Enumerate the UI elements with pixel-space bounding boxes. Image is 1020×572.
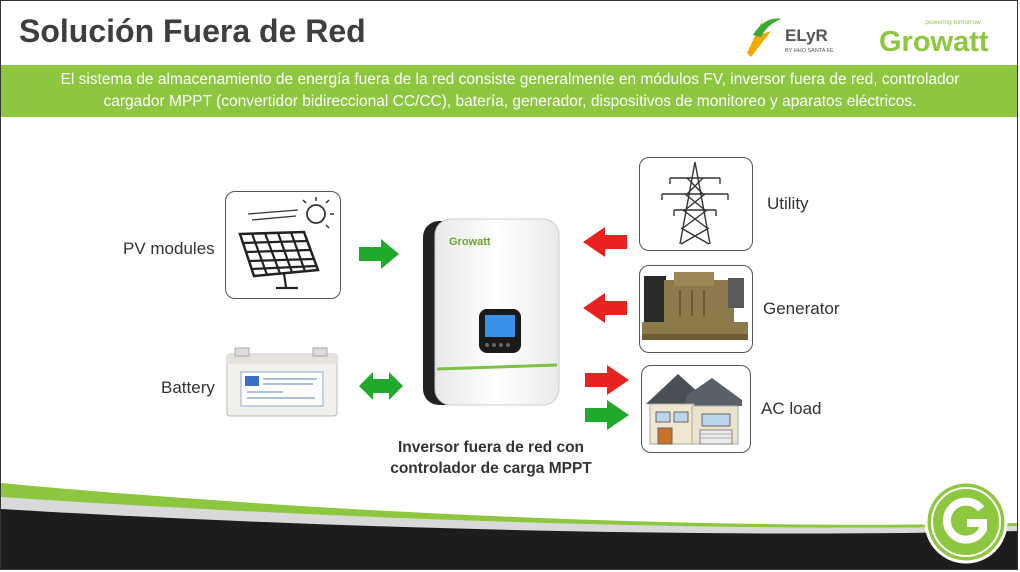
generator-box xyxy=(639,265,753,353)
growatt-tagline: powering tomorrow xyxy=(925,19,981,26)
elyr-logo: ELyR BY HHO SANTA FE xyxy=(743,13,847,59)
solar-panel-icon xyxy=(238,197,334,290)
slide-title: Solución Fuera de Red xyxy=(19,13,366,49)
acload-label: AC load xyxy=(761,399,822,418)
battery-label: Battery xyxy=(161,378,215,397)
generator-to-inverter-arrow xyxy=(583,293,627,323)
generator-label: Generator xyxy=(763,299,840,318)
off-grid-inverter-icon: Growatt xyxy=(423,218,560,406)
battery-inverter-bidirectional-arrow xyxy=(359,372,403,400)
bottom-decoration xyxy=(1,483,1017,569)
inverter-to-acload-arrow-red xyxy=(585,365,629,395)
utility-label: Utility xyxy=(767,194,809,213)
pv-modules-label: PV modules xyxy=(123,239,215,258)
inverter-to-acload-arrow-green xyxy=(585,400,629,430)
growatt-logo-text: Growatt xyxy=(879,26,989,58)
elyr-logo-text: ELyR xyxy=(785,26,828,45)
inverter-brand: Growatt xyxy=(449,236,491,248)
house-icon xyxy=(646,374,742,445)
utility-to-inverter-arrow xyxy=(583,227,627,257)
elyr-logo-subtext: BY HHO SANTA FE xyxy=(785,48,834,54)
growatt-logo: powering tomorrow Growatt xyxy=(877,15,1009,59)
inverter-caption-line-2: controlador de carga MPPT xyxy=(390,460,592,477)
power-tower-icon xyxy=(661,161,729,245)
banner-line-1: El sistema de almacenamiento de energía … xyxy=(60,71,960,88)
generator-icon xyxy=(642,272,748,340)
growatt-g-icon xyxy=(924,480,1008,564)
inverter-caption-line-1: Inversor fuera de red con xyxy=(397,439,585,456)
inverter-caption: Inversor fuera de red con controlador de… xyxy=(371,437,611,479)
battery-icon xyxy=(226,347,338,417)
pv-to-inverter-arrow xyxy=(359,239,399,269)
acload-box xyxy=(641,365,751,453)
banner-line-2: cargador MPPT (convertidor bidireccional… xyxy=(103,93,917,110)
pv-modules-box xyxy=(225,191,341,299)
utility-box xyxy=(639,157,753,251)
description-banner: El sistema de almacenamiento de energía … xyxy=(1,65,1017,117)
